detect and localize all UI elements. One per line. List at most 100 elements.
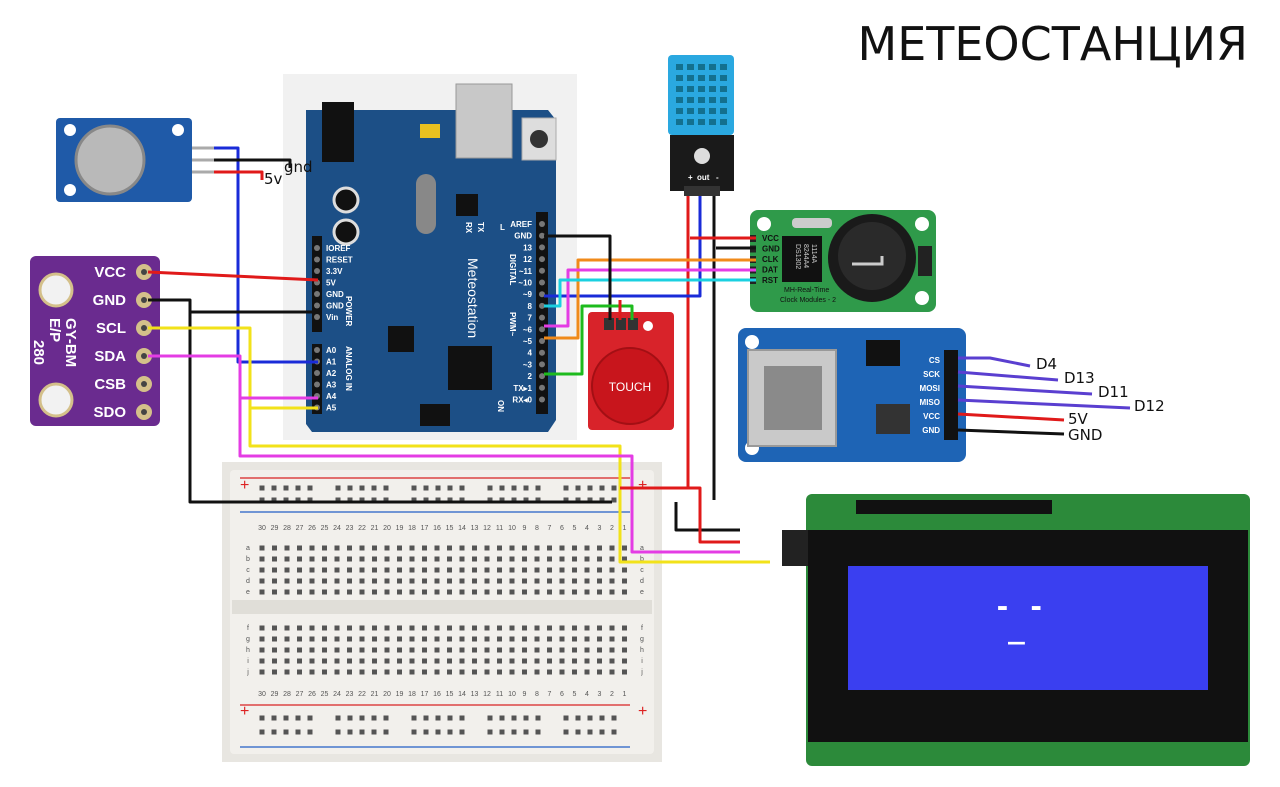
dht-vent	[676, 64, 683, 70]
rtc-chip-2: 8244A4	[802, 244, 809, 268]
bb-row-label: i	[641, 658, 643, 665]
bb-hole	[609, 647, 615, 653]
wire-bme-vcc	[147, 270, 319, 282]
lcd-i2c-connector	[782, 530, 808, 566]
bb-rail-hole	[487, 715, 493, 721]
bb-hole	[497, 647, 502, 653]
bb-rail-hole	[371, 729, 377, 735]
power-pin-label: GND	[326, 290, 344, 299]
bb-hole	[484, 625, 490, 631]
bb-column-label: 26	[308, 691, 316, 698]
bb-hole	[297, 589, 302, 595]
digital-pin-label: ~3	[523, 360, 533, 369]
bb-hole	[559, 636, 565, 642]
bb-hole	[359, 647, 365, 653]
bb-hole	[572, 556, 577, 562]
dht-vent	[676, 75, 683, 81]
bb-hole	[509, 589, 515, 595]
bb-hole	[284, 658, 290, 664]
bb-hole	[384, 556, 390, 562]
bb-column-label: 25	[321, 691, 329, 698]
bb-hole	[547, 625, 552, 631]
bb-hole	[259, 578, 265, 584]
bb-hole	[259, 556, 265, 562]
touch-module: TOUCH	[588, 312, 674, 430]
led-rx-label: RX	[464, 222, 473, 234]
bb-column-label: 6	[560, 525, 564, 532]
header-pin	[539, 302, 545, 309]
rail-plus-sign-left: +	[240, 477, 249, 494]
bb-column-label: 21	[371, 691, 379, 698]
bb-hole	[459, 658, 465, 664]
bb-column-label: 23	[346, 691, 354, 698]
wire-sd-mosi	[957, 384, 1093, 396]
bb-rail-hole	[383, 715, 389, 721]
bb-row-label: b	[246, 556, 250, 563]
bb-hole	[447, 567, 452, 573]
bb-column-label: 10	[508, 525, 516, 532]
bb-hole	[434, 636, 440, 642]
bb-rail-hole	[359, 715, 365, 721]
bb-rail-hole	[295, 729, 301, 735]
bb-column-label: 23	[346, 525, 354, 532]
bb-rail-hole	[359, 497, 365, 503]
bb-hole	[534, 545, 540, 551]
bme-pin-label: CSB	[94, 376, 126, 393]
bb-hole	[384, 567, 390, 573]
power-label: POWER	[344, 296, 353, 326]
lcd-screen	[848, 566, 1208, 690]
power-pin-label: IOREF	[326, 244, 351, 253]
dht-grille	[676, 64, 727, 125]
touch-label: TOUCH	[609, 380, 651, 394]
digital-pin-label: GND	[514, 232, 532, 241]
sd-pin-label: VCC	[923, 412, 940, 421]
bb-row-label: i	[247, 658, 249, 665]
bb-hole	[447, 658, 452, 664]
bb-hole	[372, 556, 377, 562]
reset-button	[530, 130, 548, 148]
bb-hole	[272, 669, 277, 675]
bb-hole	[297, 636, 302, 642]
bb-row-label: h	[640, 647, 644, 654]
bb-hole	[434, 567, 440, 573]
analog-pin-label: A4	[326, 392, 337, 401]
bb-hole	[584, 567, 590, 573]
dht-vent	[709, 108, 716, 114]
bb-hole	[322, 625, 327, 631]
bb-column-label: 9	[523, 691, 527, 698]
bb-hole	[284, 578, 290, 584]
bb-rail-hole	[423, 485, 429, 491]
bb-hole	[422, 647, 427, 653]
bb-column-label: 7	[548, 525, 552, 532]
gas-5v-label: 5v	[264, 170, 283, 188]
bb-hole	[334, 625, 340, 631]
sd-connection-label: D4	[1036, 355, 1057, 373]
bb-rail-hole	[335, 715, 341, 721]
bb-hole	[484, 545, 490, 551]
bb-hole	[322, 567, 327, 573]
touch-pad	[591, 347, 669, 425]
bb-rail-hole	[283, 715, 289, 721]
bb-row-label: d	[640, 578, 644, 585]
bb-hole	[484, 589, 490, 595]
bb-rail-hole	[611, 729, 617, 735]
bb-hole	[322, 545, 327, 551]
bb-hole	[359, 636, 365, 642]
bb-rail-hole	[435, 497, 441, 503]
bb-rail-hole	[359, 485, 365, 491]
dht-vent	[676, 119, 683, 125]
dht-vent	[709, 86, 716, 92]
bme-silkscreen-2: E/P	[46, 318, 63, 342]
bb-hole	[484, 669, 490, 675]
power-pin-label: 5V	[326, 279, 336, 288]
bb-hole	[309, 545, 315, 551]
bb-column-label: 3	[598, 691, 602, 698]
bb-rail-hole	[447, 715, 453, 721]
wire-bme-gnd	[148, 298, 612, 504]
bb-hole	[372, 578, 377, 584]
bb-rail-hole	[447, 485, 453, 491]
bb-column-label: 2	[610, 691, 614, 698]
bb-hole	[459, 567, 465, 573]
bb-rail-hole	[535, 729, 541, 735]
digital-pin-label: AREF	[510, 220, 532, 229]
